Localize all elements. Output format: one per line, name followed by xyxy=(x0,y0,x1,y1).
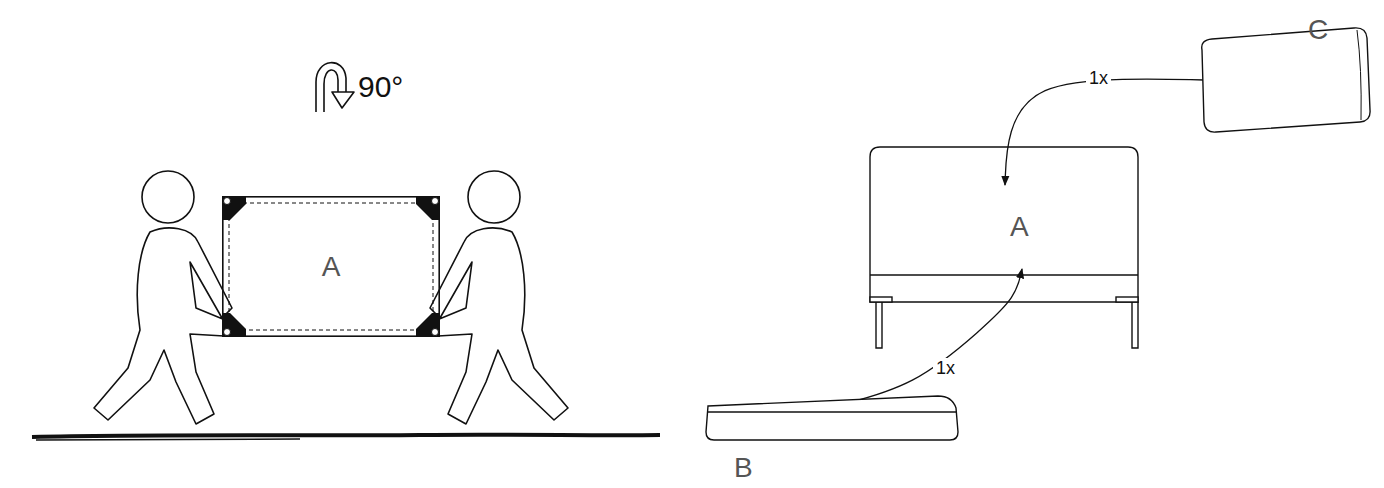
corner-dot xyxy=(432,329,439,336)
ground-line xyxy=(36,439,300,440)
back-cushion: C xyxy=(1192,8,1377,138)
part-letter: C xyxy=(1308,16,1328,44)
corner-protector xyxy=(222,196,246,220)
angle-label: 90° xyxy=(358,72,403,102)
quantity-label: 1x xyxy=(1086,68,1111,88)
corner-protector xyxy=(222,313,246,337)
corner-dot xyxy=(432,198,439,205)
rotate-symbol xyxy=(316,63,354,112)
person-figure xyxy=(430,171,568,424)
part-letter: B xyxy=(734,454,753,482)
part-letter: A xyxy=(1010,213,1029,241)
node-shape xyxy=(1192,8,1377,138)
cushion-outline xyxy=(1202,28,1370,132)
ground-line xyxy=(32,435,660,437)
corner-dot xyxy=(224,329,231,336)
quantity-label: 1x xyxy=(933,358,958,378)
dashed-edge xyxy=(229,203,433,330)
part-letter: A xyxy=(322,253,341,281)
sofa-outline xyxy=(870,147,1138,348)
placement-arrow xyxy=(835,269,1022,406)
corner-protector xyxy=(416,313,440,337)
corner-dot xyxy=(224,198,231,205)
cushion-outline xyxy=(706,396,958,440)
cushion-seam xyxy=(1357,30,1361,120)
person-figure xyxy=(94,171,232,424)
sofa-frame: A xyxy=(866,145,1146,355)
panel-outline xyxy=(223,197,439,336)
seat-cushion: B xyxy=(700,392,965,484)
corner-protector xyxy=(416,196,440,220)
node-shape xyxy=(866,145,1146,355)
placement-arrow xyxy=(1005,79,1204,185)
panel-part: A xyxy=(222,196,440,337)
